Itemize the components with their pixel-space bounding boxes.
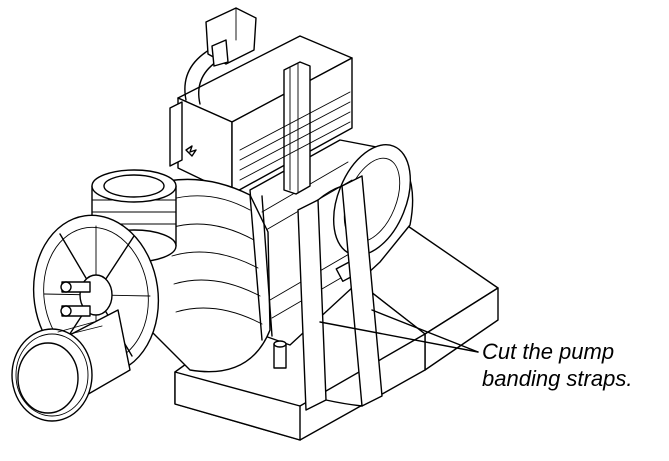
callout-leaders bbox=[319, 309, 479, 353]
control-box bbox=[169, 35, 353, 195]
power-cord bbox=[184, 7, 257, 105]
banding-straps bbox=[297, 175, 383, 411]
banding-strap-rear bbox=[341, 175, 383, 407]
ground-symbol-icon bbox=[185, 145, 197, 157]
drain-fitting bbox=[273, 340, 287, 369]
suction-port bbox=[11, 309, 131, 422]
callout-line-1: Cut the pump bbox=[482, 339, 615, 364]
pump-volute bbox=[149, 178, 273, 373]
callout-line-2: banding straps. bbox=[482, 366, 633, 391]
callout-text: Cut the pump banding straps. bbox=[482, 338, 667, 392]
